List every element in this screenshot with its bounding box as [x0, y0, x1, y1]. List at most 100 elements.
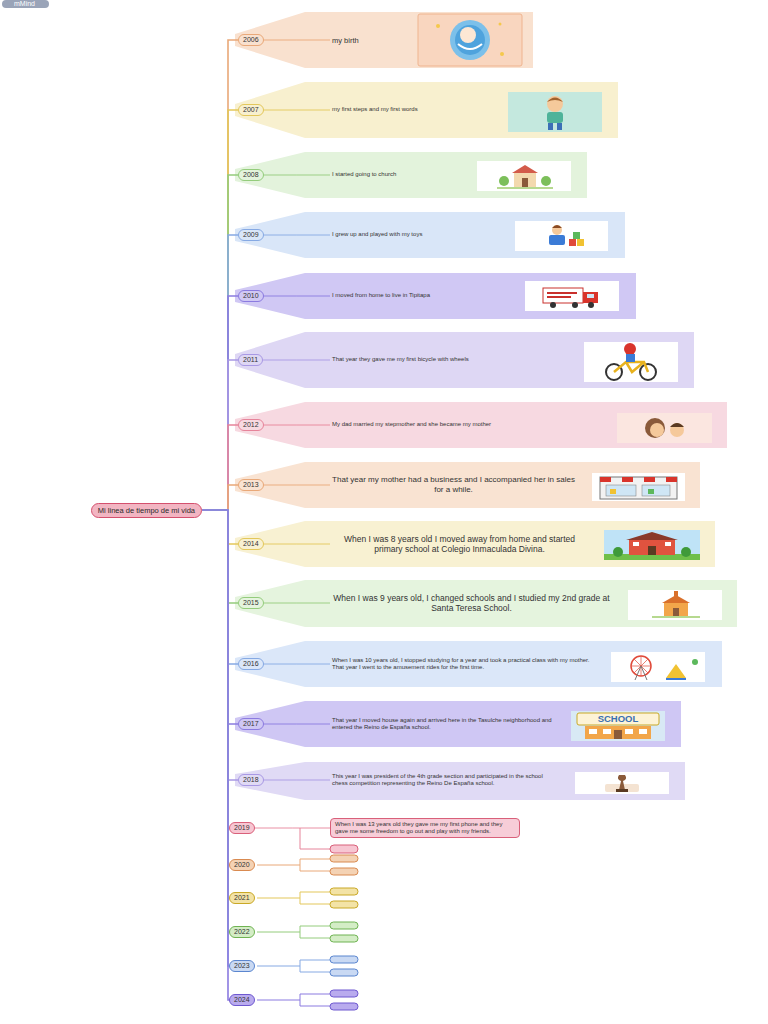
node-text: my birth — [332, 36, 401, 45]
event-text: That year my mother had a business and I… — [330, 474, 577, 495]
branch-line — [202, 510, 238, 664]
branch-line — [264, 603, 330, 604]
node-text: 2010 — [243, 292, 259, 300]
node-text: 2017 — [243, 720, 259, 728]
node-text: That year my mother had a business and I… — [332, 475, 575, 494]
year-node: 2021 — [229, 892, 255, 904]
branch-line — [202, 296, 238, 510]
event-text: When I was 10 years old, I stopped study… — [330, 656, 596, 672]
node-text: 2012 — [243, 421, 259, 429]
year-node: 2013 — [238, 479, 264, 491]
branch-line — [264, 544, 330, 545]
node-text: 2007 — [243, 106, 259, 114]
node-text: Mi linea de tiempo de mi vida — [98, 506, 195, 515]
year-node: 2008 — [238, 169, 264, 181]
node-text: 2011 — [243, 356, 258, 364]
sign-text: SCHOOL — [577, 713, 659, 724]
node-text: When I was 13 years old they gave me my … — [335, 821, 515, 835]
node-text: My dad married my stepmother and she bec… — [332, 421, 600, 428]
node-text: 2022 — [234, 928, 250, 936]
branch-line — [264, 110, 330, 111]
year-node: 2023 — [229, 960, 255, 972]
node-text: This year I was president of the 4th gra… — [332, 773, 558, 787]
branch-line — [202, 510, 229, 932]
branch-line — [202, 510, 238, 724]
empty-branches — [257, 828, 358, 1010]
event-text: my birth — [330, 35, 403, 46]
node-text: That year they gave me my first bicycle … — [332, 356, 567, 363]
event-text: I grew up and played with my toys — [330, 230, 500, 239]
branch-line — [202, 510, 238, 544]
branch-line — [202, 110, 238, 510]
node-text: 2008 — [243, 171, 259, 179]
event-text: When I was 9 years old, I changed school… — [330, 592, 613, 614]
event-text: That year they gave me my first bicycle … — [330, 355, 569, 364]
node-text: When I was 8 years old I moved away from… — [332, 534, 587, 554]
year-node: 2006 — [238, 34, 264, 46]
node-text: 2015 — [243, 599, 259, 607]
branch-line — [264, 175, 330, 176]
year-node: 2019 — [229, 822, 255, 834]
node-text: I started going to church — [332, 171, 460, 178]
node-text: 2021 — [234, 894, 250, 902]
branch-panels — [235, 12, 737, 800]
node-text: 2016 — [243, 660, 259, 668]
branch-line — [202, 485, 238, 510]
branch-line — [264, 40, 330, 41]
branch-line — [202, 175, 238, 510]
year-node: 2007 — [238, 104, 264, 116]
event-text: I started going to church — [330, 170, 462, 179]
root-topic: Mi linea de tiempo de mi vida — [91, 503, 202, 518]
year-node: 2009 — [238, 229, 264, 241]
year-node: 2012 — [238, 419, 264, 431]
branch-line — [202, 510, 229, 828]
year-node: 2016 — [238, 658, 264, 670]
year-node: 2015 — [238, 597, 264, 609]
branch-line — [202, 510, 238, 603]
branch-line — [202, 40, 238, 510]
node-text: 2013 — [243, 481, 259, 489]
event-text: When I was 8 years old I moved away from… — [330, 533, 589, 555]
year-node: 2020 — [229, 859, 255, 871]
node-text: That year I moved house again and arrive… — [332, 717, 554, 731]
node-text: 2020 — [234, 861, 250, 869]
branch-line — [263, 360, 330, 361]
node-text: I moved from home to live in Tipitapa — [332, 292, 508, 299]
branch-line — [264, 296, 330, 297]
node-text: 2024 — [234, 996, 250, 1004]
node-text: 2018 — [243, 776, 259, 784]
branch-line — [202, 235, 238, 510]
year-node: 2011 — [238, 354, 263, 366]
event-text: I moved from home to live in Tipitapa — [330, 291, 510, 300]
event-text: When I was 13 years old they gave me my … — [330, 818, 520, 838]
year-node: 2022 — [229, 926, 255, 938]
event-text: That year I moved house again and arrive… — [330, 716, 556, 732]
node-text: my first steps and my first words — [332, 106, 491, 113]
year-node: 2018 — [238, 774, 264, 786]
event-pictures — [418, 14, 722, 794]
branch-line — [264, 664, 330, 665]
branch-line — [202, 425, 238, 510]
node-text: 2009 — [243, 231, 259, 239]
branch-line — [264, 780, 330, 781]
branch-line — [255, 828, 330, 829]
year-node: 2014 — [238, 538, 264, 550]
branch-line — [202, 510, 238, 780]
branch-line — [202, 510, 229, 865]
event-text: my first steps and my first words — [330, 105, 493, 114]
branch-line — [202, 360, 238, 510]
node-text: I grew up and played with my toys — [332, 231, 498, 238]
node-text: 2023 — [234, 962, 250, 970]
year-node: 2017 — [238, 718, 264, 730]
branch-line — [202, 510, 229, 966]
branch-line — [202, 510, 229, 1000]
branch-line — [202, 510, 229, 898]
branch-line — [264, 425, 330, 426]
node-text: 2019 — [234, 824, 250, 832]
node-text: 2006 — [243, 36, 259, 44]
node-text: 2014 — [243, 540, 259, 548]
watermark-logo: mMind — [2, 0, 49, 8]
node-text: When I was 9 years old, I changed school… — [332, 593, 611, 613]
year-node: 2010 — [238, 290, 264, 302]
event-text: My dad married my stepmother and she bec… — [330, 420, 602, 429]
